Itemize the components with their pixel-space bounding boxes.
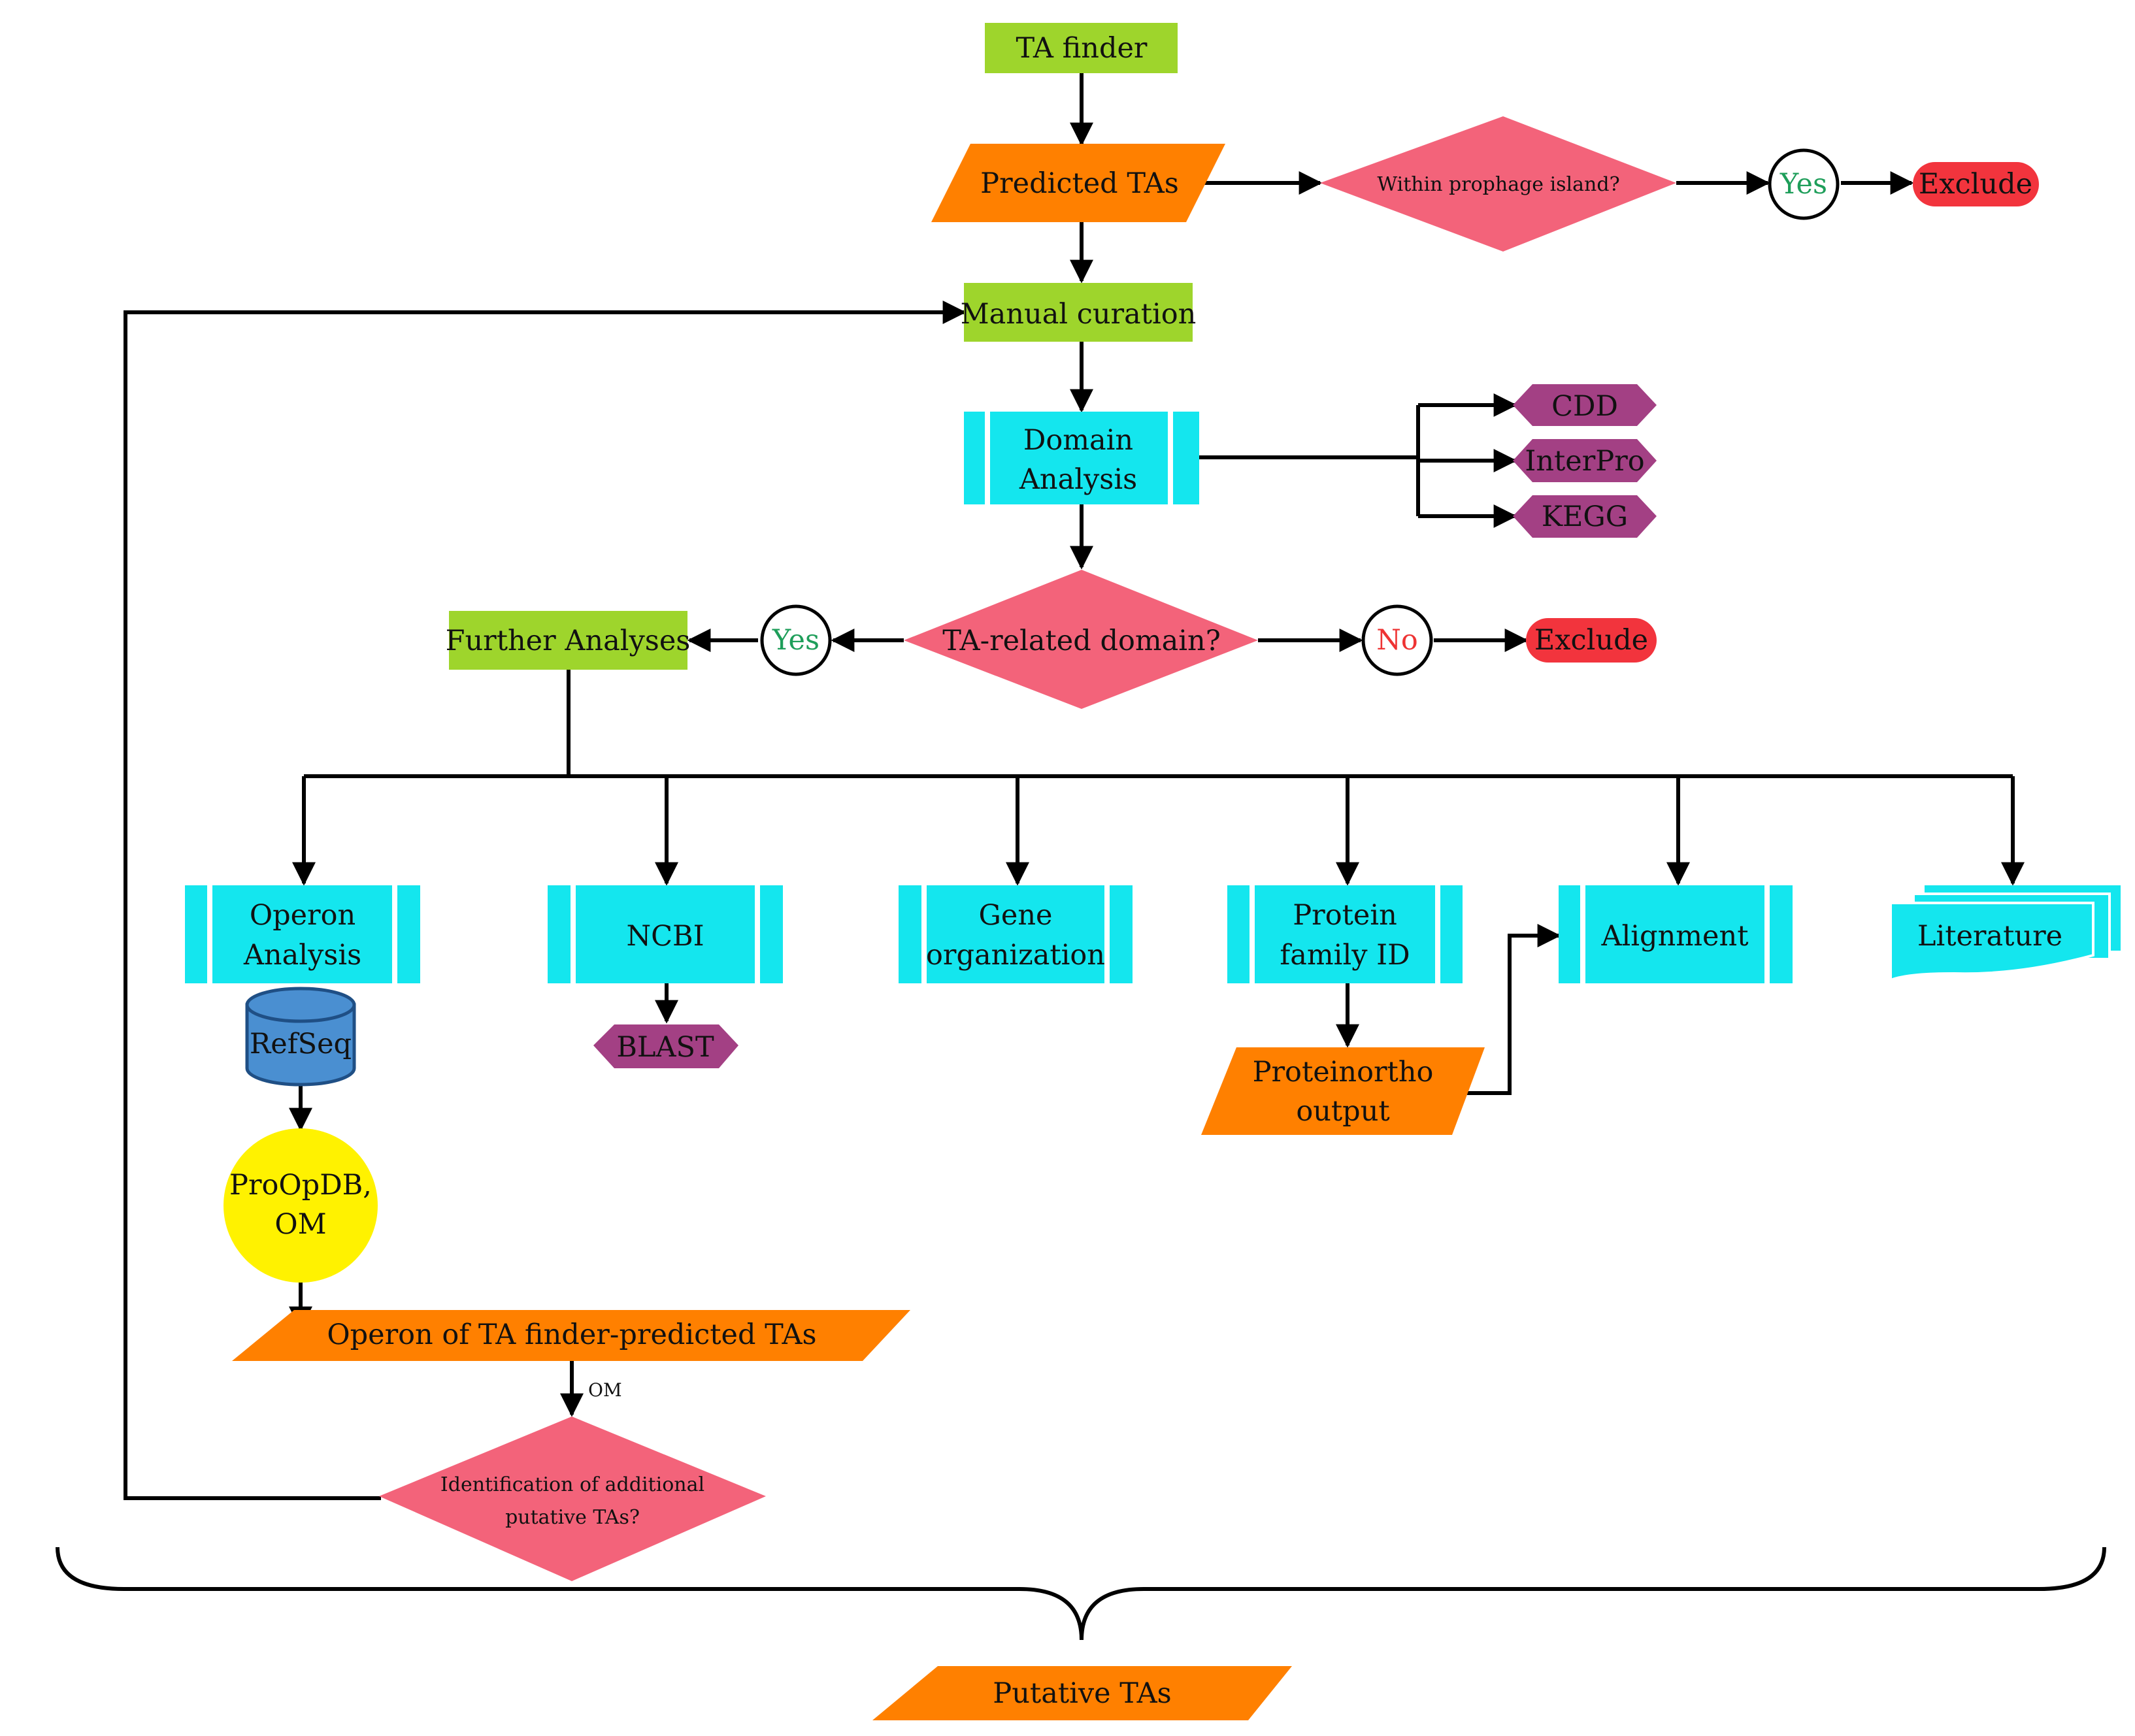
svg-text:InterPro: InterPro <box>1525 445 1644 478</box>
om-edge-label: OM <box>588 1379 622 1401</box>
svg-text:putative TAs?: putative TAs? <box>505 1506 640 1529</box>
svg-text:Domain: Domain <box>1023 424 1133 457</box>
ncbi-node: NCBI <box>548 885 783 983</box>
domain-yes-node: Yes <box>760 604 832 676</box>
svg-text:Exclude: Exclude <box>1919 168 2032 201</box>
svg-text:OM: OM <box>274 1208 326 1241</box>
edge-proteinortho-alignment <box>1467 924 1561 1095</box>
cdd-node: CDD <box>1513 384 1657 426</box>
svg-text:Analysis: Analysis <box>1019 463 1137 496</box>
svg-text:Further Analyses: Further Analyses <box>446 625 691 657</box>
edges <box>124 72 2025 1500</box>
kegg-node: KEGG <box>1513 495 1657 538</box>
svg-text:BLAST: BLAST <box>616 1031 714 1064</box>
operon-analysis-node: Operon Analysis <box>185 885 420 983</box>
prophage-question-node: Within prophage island? <box>1320 116 1676 252</box>
exclude-top-node: Exclude <box>1913 162 2039 206</box>
domain-no-node: No <box>1361 604 1433 676</box>
svg-text:Exclude: Exclude <box>1534 624 1648 657</box>
svg-text:family ID: family ID <box>1280 939 1410 972</box>
edge-question-manual-loop <box>124 301 967 1500</box>
refseq-node: RefSeq <box>245 987 356 1087</box>
svg-text:Protein: Protein <box>1293 899 1397 932</box>
svg-text:output: output <box>1296 1095 1389 1128</box>
literature-node: Literature <box>1889 885 2121 982</box>
svg-text:Analysis: Analysis <box>243 939 361 972</box>
putative-tas-node: Putative TAs <box>872 1666 1292 1720</box>
svg-text:RefSeq: RefSeq <box>250 1028 352 1060</box>
gene-organization-node: Gene organization <box>899 885 1133 983</box>
proopdb-node: ProOpDB, OM <box>223 1128 378 1283</box>
svg-text:Yes: Yes <box>772 624 819 657</box>
svg-text:Operon of TA finder-predicted: Operon of TA finder-predicted TAs <box>327 1318 816 1351</box>
svg-text:ProOpDB,: ProOpDB, <box>229 1169 372 1202</box>
further-analyses-node: Further Analyses <box>446 611 691 670</box>
prophage-yes-node: Yes <box>1768 148 1840 220</box>
protein-family-id-node: Protein family ID <box>1227 885 1463 983</box>
svg-text:Within prophage island?: Within prophage island? <box>1377 173 1619 196</box>
svg-text:Alignment: Alignment <box>1601 920 1749 953</box>
operon-ta-node: Operon of TA finder-predicted TAs <box>232 1310 910 1361</box>
summary-brace <box>56 1547 2106 1641</box>
svg-text:Yes: Yes <box>1779 168 1827 201</box>
svg-text:organization: organization <box>926 939 1105 972</box>
ta-finder-node: TA finder <box>985 23 1178 73</box>
proteinortho-output-node: Proteinortho output <box>1201 1047 1485 1135</box>
svg-text:KEGG: KEGG <box>1542 500 1628 533</box>
svg-text:TA finder: TA finder <box>1016 32 1148 65</box>
svg-text:Proteinortho: Proteinortho <box>1253 1056 1434 1089</box>
additional-question-node: Identification of additional putative TA… <box>379 1417 766 1581</box>
svg-text:Gene: Gene <box>979 899 1053 932</box>
svg-text:TA-related domain?: TA-related domain? <box>942 625 1221 657</box>
svg-text:NCBI: NCBI <box>626 920 704 953</box>
manual-curation-node: Manual curation <box>961 283 1197 342</box>
ta-domain-question-node: TA-related domain? <box>904 570 1258 709</box>
svg-text:CDD: CDD <box>1551 390 1618 423</box>
exclude-mid-node: Exclude <box>1526 618 1657 663</box>
interpro-node: InterPro <box>1513 439 1657 482</box>
alignment-node: Alignment <box>1559 885 1793 983</box>
svg-text:Literature: Literature <box>1917 920 2062 953</box>
svg-text:No: No <box>1376 624 1418 657</box>
svg-text:Putative TAs: Putative TAs <box>993 1677 1171 1710</box>
svg-text:Identification of additional: Identification of additional <box>440 1473 704 1496</box>
svg-text:Manual curation: Manual curation <box>961 298 1197 331</box>
svg-text:Predicted TAs: Predicted TAs <box>980 167 1179 200</box>
blast-node: BLAST <box>593 1024 738 1068</box>
svg-text:Operon: Operon <box>250 899 356 932</box>
predicted-tas-node: Predicted TAs <box>931 144 1225 222</box>
domain-analysis-node: Domain Analysis <box>964 412 1199 504</box>
